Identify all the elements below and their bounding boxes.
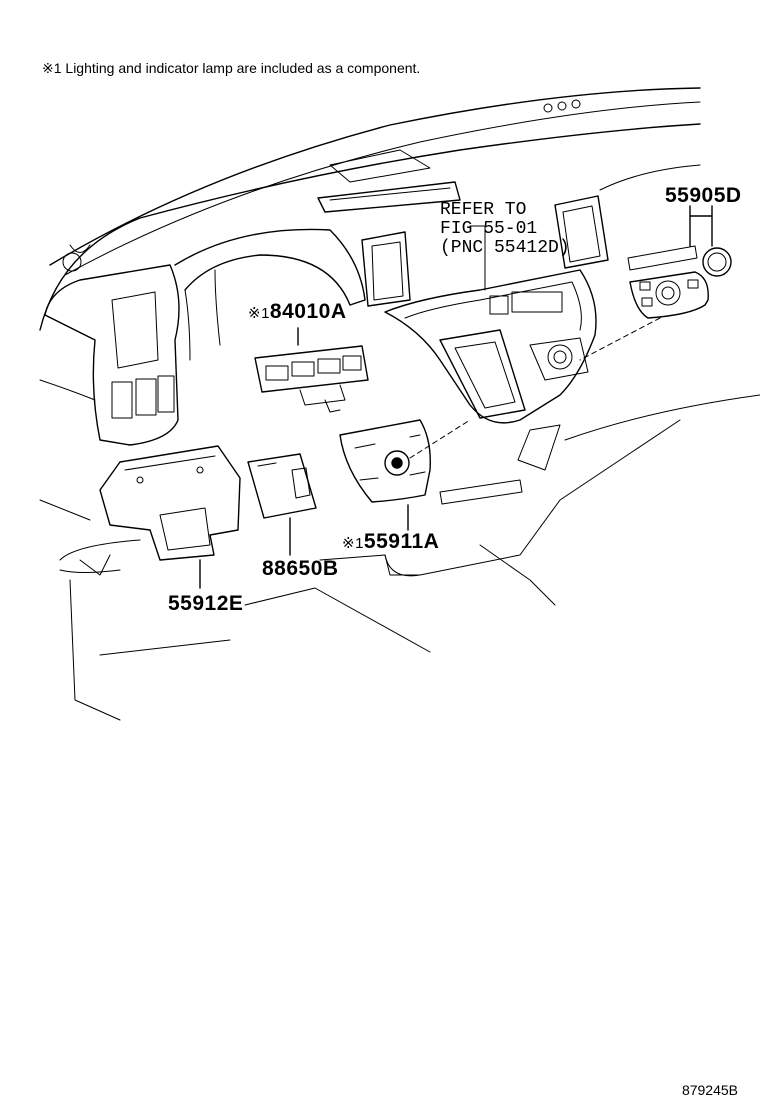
callout-55911a-number: 55911A (363, 530, 440, 553)
part-55911a-panel (339, 419, 431, 503)
part-55905d-unit (629, 271, 709, 319)
dash-front-edge (39, 123, 701, 331)
callout-84010a-marker: ※1 (248, 305, 270, 322)
reference-line-3: (PNC 55412D) (440, 238, 570, 258)
defrost-vent (317, 181, 461, 213)
callout-55912e-number: 55912E (168, 592, 244, 615)
right-vent (554, 195, 609, 269)
dash-slot (329, 149, 431, 183)
diagram-code: 879245B (681, 1082, 738, 1098)
center-cluster-panel (384, 269, 597, 424)
callout-84010a: ※184010A (248, 300, 346, 324)
part-55912e-box (99, 445, 241, 561)
callout-88650b-number: 88650B (262, 557, 339, 580)
callout-88650b: 88650B (262, 557, 339, 581)
callout-55911a: ※155911A (342, 530, 439, 554)
component-note: ※1 Lighting and indicator lamp are inclu… (42, 60, 421, 76)
part-88650b-ecu (247, 453, 317, 519)
callout-55911a-marker: ※1 (342, 535, 364, 552)
center-vent (361, 231, 411, 307)
left-dash-panel (44, 264, 180, 446)
dash-top-edge (49, 87, 701, 266)
reference-line-2: FIG 55-01 (440, 219, 538, 239)
callout-55905d-number: 55905D (665, 184, 742, 207)
callout-55912e: 55912E (168, 592, 243, 616)
callout-84010a-number: 84010A (269, 300, 347, 323)
reference-line-1: REFER TO (440, 200, 527, 220)
leader-55905d (689, 205, 713, 247)
dash-top-inner (64, 101, 701, 276)
meter-hood (174, 228, 366, 306)
reference-note: REFER TO FIG 55-01 (PNC 55412D) (440, 201, 570, 258)
callout-55905d: 55905D (665, 184, 742, 208)
part-84010a-switch (254, 345, 369, 393)
